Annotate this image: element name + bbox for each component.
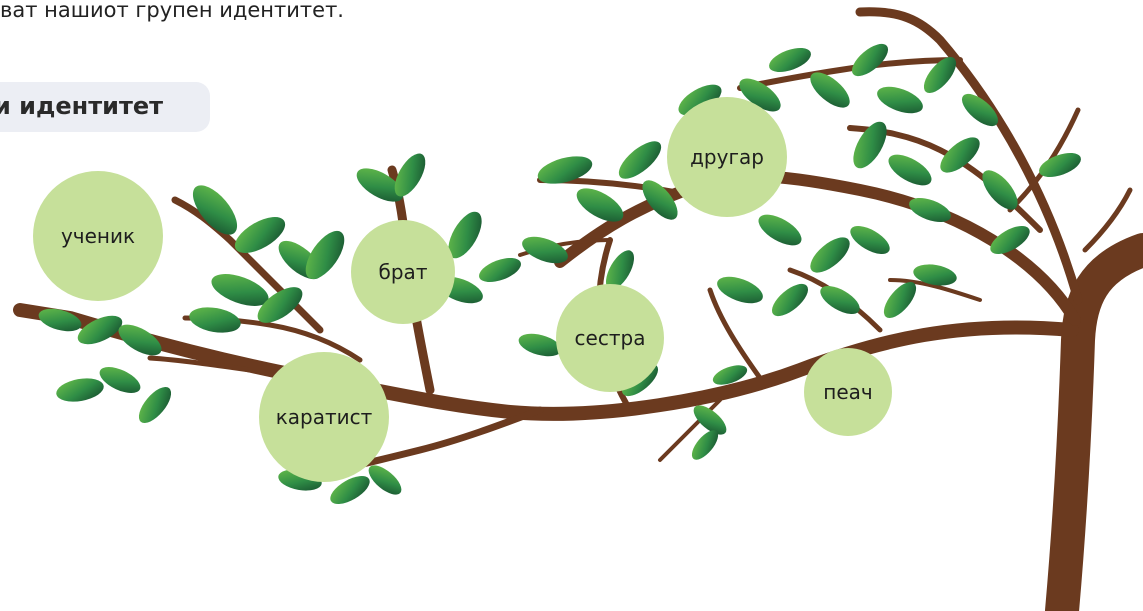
bubble-karateka: каратист <box>259 352 389 482</box>
leaves <box>38 43 1081 504</box>
bubble-sister: сестра <box>556 284 664 392</box>
intro-text: ват нашиот групен идентитет. <box>0 0 344 22</box>
section-tab-label: и идентитет <box>0 92 164 120</box>
section-tab: и идентитет <box>0 82 210 132</box>
bubble-brother: брат <box>351 220 455 324</box>
bubble-friend: другар <box>667 97 787 217</box>
bubble-singer: пеач <box>804 348 892 436</box>
bubble-student: ученик <box>33 171 163 301</box>
